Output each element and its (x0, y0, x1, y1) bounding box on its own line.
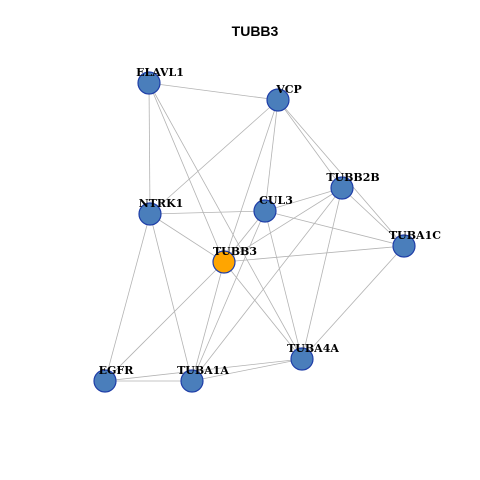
edge-tubb2b-tubb3 (223, 187, 343, 263)
node-vcp[interactable] (266, 88, 290, 112)
edge-tuba1a-tuba4a (191, 358, 303, 382)
node-label-egfr: EGFR (99, 364, 135, 377)
node-layer (93, 71, 416, 393)
node-ntrk1[interactable] (138, 202, 162, 226)
edge-ntrk1-tubb3 (149, 213, 225, 263)
edge-tubb2b-tuba1c (341, 187, 405, 247)
edge-tuba1c-tuba4a (301, 245, 405, 360)
node-tuba1a[interactable] (180, 369, 204, 393)
edge-cul3-tuba4a (264, 210, 303, 360)
graph-title: TUBB3 (232, 23, 279, 39)
edge-cul3-tubb2b (264, 187, 343, 212)
node-egfr[interactable] (93, 369, 117, 393)
node-label-tuba4a: TUBA4A (287, 342, 339, 355)
edge-elavl1-vcp (148, 82, 279, 101)
node-label-cul3: CUL3 (259, 194, 293, 207)
node-label-tuba1a: TUBA1A (177, 364, 229, 377)
edge-elavl1-ntrk1 (148, 82, 151, 215)
edge-vcp-tubb3 (223, 99, 279, 263)
node-label-ntrk1: NTRK1 (139, 197, 184, 210)
edge-tubb3-tuba4a (223, 261, 303, 360)
node-tuba4a[interactable] (290, 347, 314, 371)
edge-vcp-ntrk1 (149, 99, 279, 215)
edge-ntrk1-egfr (104, 213, 151, 382)
edge-vcp-tubb2b (277, 99, 343, 189)
edge-ntrk1-tuba1a (149, 213, 193, 382)
node-label-elavl1: ELAVL1 (136, 66, 184, 79)
node-elavl1[interactable] (137, 71, 161, 95)
edge-tubb2b-tuba4a (301, 187, 343, 360)
node-tubb3[interactable] (212, 250, 236, 274)
node-tubb2b[interactable] (330, 176, 354, 200)
edge-elavl1-tuba4a (148, 82, 303, 360)
edge-ntrk1-cul3 (149, 210, 266, 215)
edge-vcp-cul3 (264, 99, 279, 212)
edge-cul3-tuba1a (191, 210, 266, 382)
node-cul3[interactable] (253, 199, 277, 223)
edge-elavl1-tubb3 (148, 82, 225, 263)
node-label-tubb3: TUBB3 (213, 245, 257, 258)
edge-tubb2b-tuba1a (191, 187, 343, 382)
node-label-vcp: VCP (275, 83, 302, 96)
node-label-tubb2b: TUBB2B (326, 171, 379, 184)
edge-vcp-tuba1c (277, 99, 405, 247)
edge-layer (104, 82, 405, 382)
edge-cul3-tuba1c (264, 210, 405, 247)
edge-tubb3-egfr (104, 261, 225, 382)
edge-tubb3-tuba1a (191, 261, 225, 382)
node-tuba1c[interactable] (392, 234, 416, 258)
edge-egfr-tuba4a (104, 358, 303, 382)
edge-tuba1c-tubb3 (223, 245, 405, 263)
node-label-tuba1c: TUBA1C (389, 229, 441, 242)
